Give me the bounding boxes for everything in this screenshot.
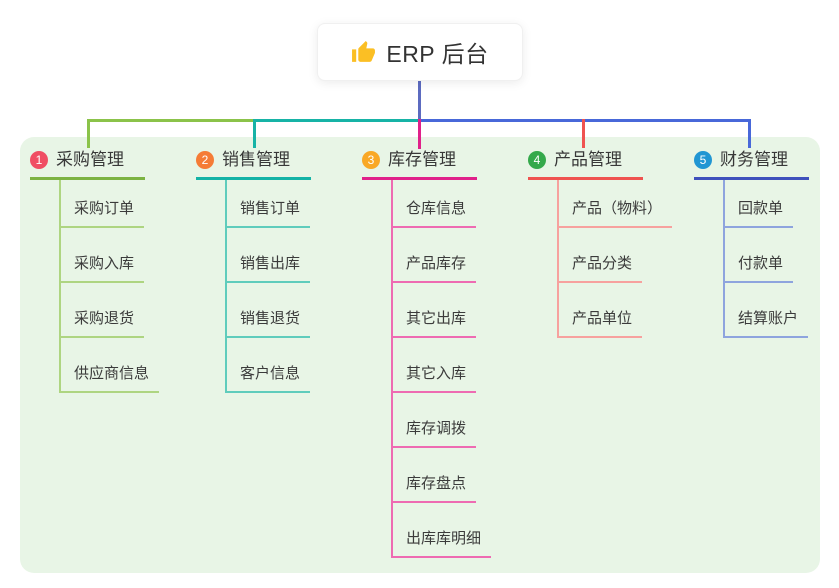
child-node[interactable]: 产品单位 [559,283,643,338]
branch-node-3[interactable]: 3 库存管理 [362,148,477,180]
child-node[interactable]: 销售出库 [227,228,311,283]
root-connector-line [418,81,421,120]
root-node-label: ERP 后台 [386,41,489,67]
branch-children: 产品（物料）产品分类产品单位 [557,180,688,338]
branch-label: 库存管理 [388,150,456,169]
branch-children: 采购订单采购入库采购退货供应商信息 [59,180,190,393]
branch-drop-2 [253,119,256,148]
branch-label: 采购管理 [56,150,124,169]
child-node[interactable]: 产品库存 [393,228,477,283]
branches-container-panel [20,137,820,573]
branch-label: 销售管理 [222,150,290,169]
child-node[interactable]: 销售订单 [227,180,311,228]
branch-label: 产品管理 [554,150,622,169]
branch-node-2[interactable]: 2 销售管理 [196,148,311,180]
branch-drop-4 [582,119,585,148]
branch-drop-3 [418,119,421,149]
branch-column-2: 2 销售管理销售订单销售出库销售退货客户信息 [196,148,356,393]
branch-number-badge: 1 [30,151,48,169]
branch-drop-5 [748,119,751,148]
branch-column-1: 1 采购管理采购订单采购入库采购退货供应商信息 [30,148,190,393]
child-node[interactable]: 库存调拨 [393,393,477,448]
bus-segment-mid [253,119,421,122]
child-node[interactable]: 出库库明细 [393,503,492,558]
branch-node-1[interactable]: 1 采购管理 [30,148,145,180]
root-node-erp[interactable]: ERP 后台 [317,23,523,81]
bus-segment-left [87,119,255,122]
branch-number-badge: 4 [528,151,546,169]
child-node[interactable]: 供应商信息 [61,338,160,393]
child-node[interactable]: 库存盘点 [393,448,477,503]
child-node[interactable]: 回款单 [725,180,794,228]
branch-column-3: 3 库存管理仓库信息产品库存其它出库其它入库库存调拨库存盘点出库库明细 [362,148,522,558]
branch-children: 销售订单销售出库销售退货客户信息 [225,180,356,393]
child-node[interactable]: 采购订单 [61,180,145,228]
child-node[interactable]: 产品分类 [559,228,643,283]
branch-column-5: 5 财务管理回款单付款单结算账户 [694,148,839,338]
branch-number-badge: 3 [362,151,380,169]
child-node[interactable]: 付款单 [725,228,794,283]
branch-children: 仓库信息产品库存其它出库其它入库库存调拨库存盘点出库库明细 [391,180,522,558]
branch-column-4: 4 产品管理产品（物料）产品分类产品单位 [528,148,688,338]
child-node[interactable]: 产品（物料） [559,180,673,228]
bus-segment-right [419,119,751,122]
branch-drop-1 [87,119,90,148]
branch-number-badge: 2 [196,151,214,169]
child-node[interactable]: 采购退货 [61,283,145,338]
branch-children: 回款单付款单结算账户 [723,180,839,338]
child-node[interactable]: 其它出库 [393,283,477,338]
branch-label: 财务管理 [720,150,788,169]
branch-number-badge: 5 [694,151,712,169]
child-node[interactable]: 客户信息 [227,338,311,393]
child-node[interactable]: 其它入库 [393,338,477,393]
child-node[interactable]: 销售退货 [227,283,311,338]
child-node[interactable]: 仓库信息 [393,180,477,228]
child-node[interactable]: 结算账户 [725,283,809,338]
branch-node-5[interactable]: 5 财务管理 [694,148,809,180]
child-node[interactable]: 采购入库 [61,228,145,283]
thumbs-up-icon [351,40,376,65]
branch-node-4[interactable]: 4 产品管理 [528,148,643,180]
